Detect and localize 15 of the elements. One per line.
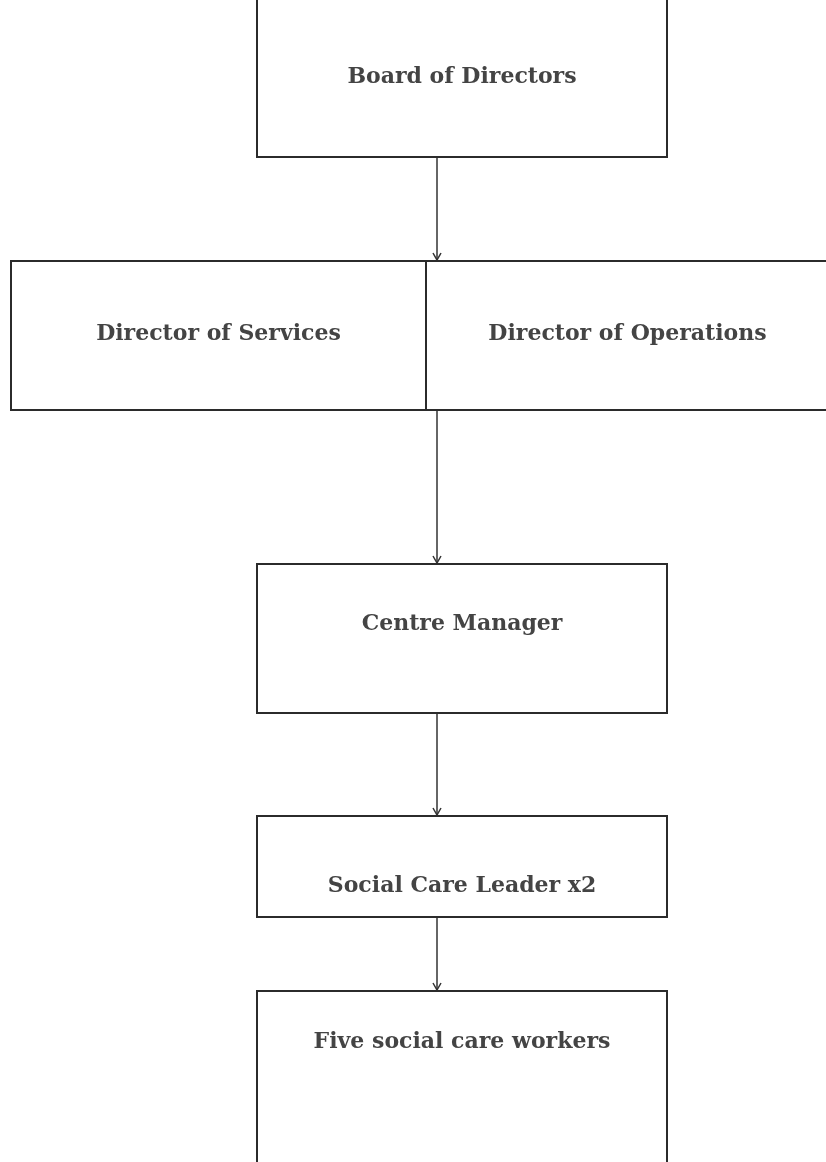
role-title: Centre Manager [361,609,563,636]
group-box [10,260,826,411]
arrow [432,917,442,991]
arrow [432,157,442,261]
role-title: Five social care workers [313,1026,611,1054]
role-title: Board of Directors [347,61,577,89]
role-box [256,0,668,158]
role-title: Director of Services [96,319,341,346]
arrow [432,410,442,564]
arrow [432,713,442,816]
role-title: Director of Operations [488,319,767,346]
role-box [256,990,668,1162]
role-title: Social Care Leader x2 [327,871,597,898]
role-box [256,563,668,714]
role-box [256,815,668,918]
